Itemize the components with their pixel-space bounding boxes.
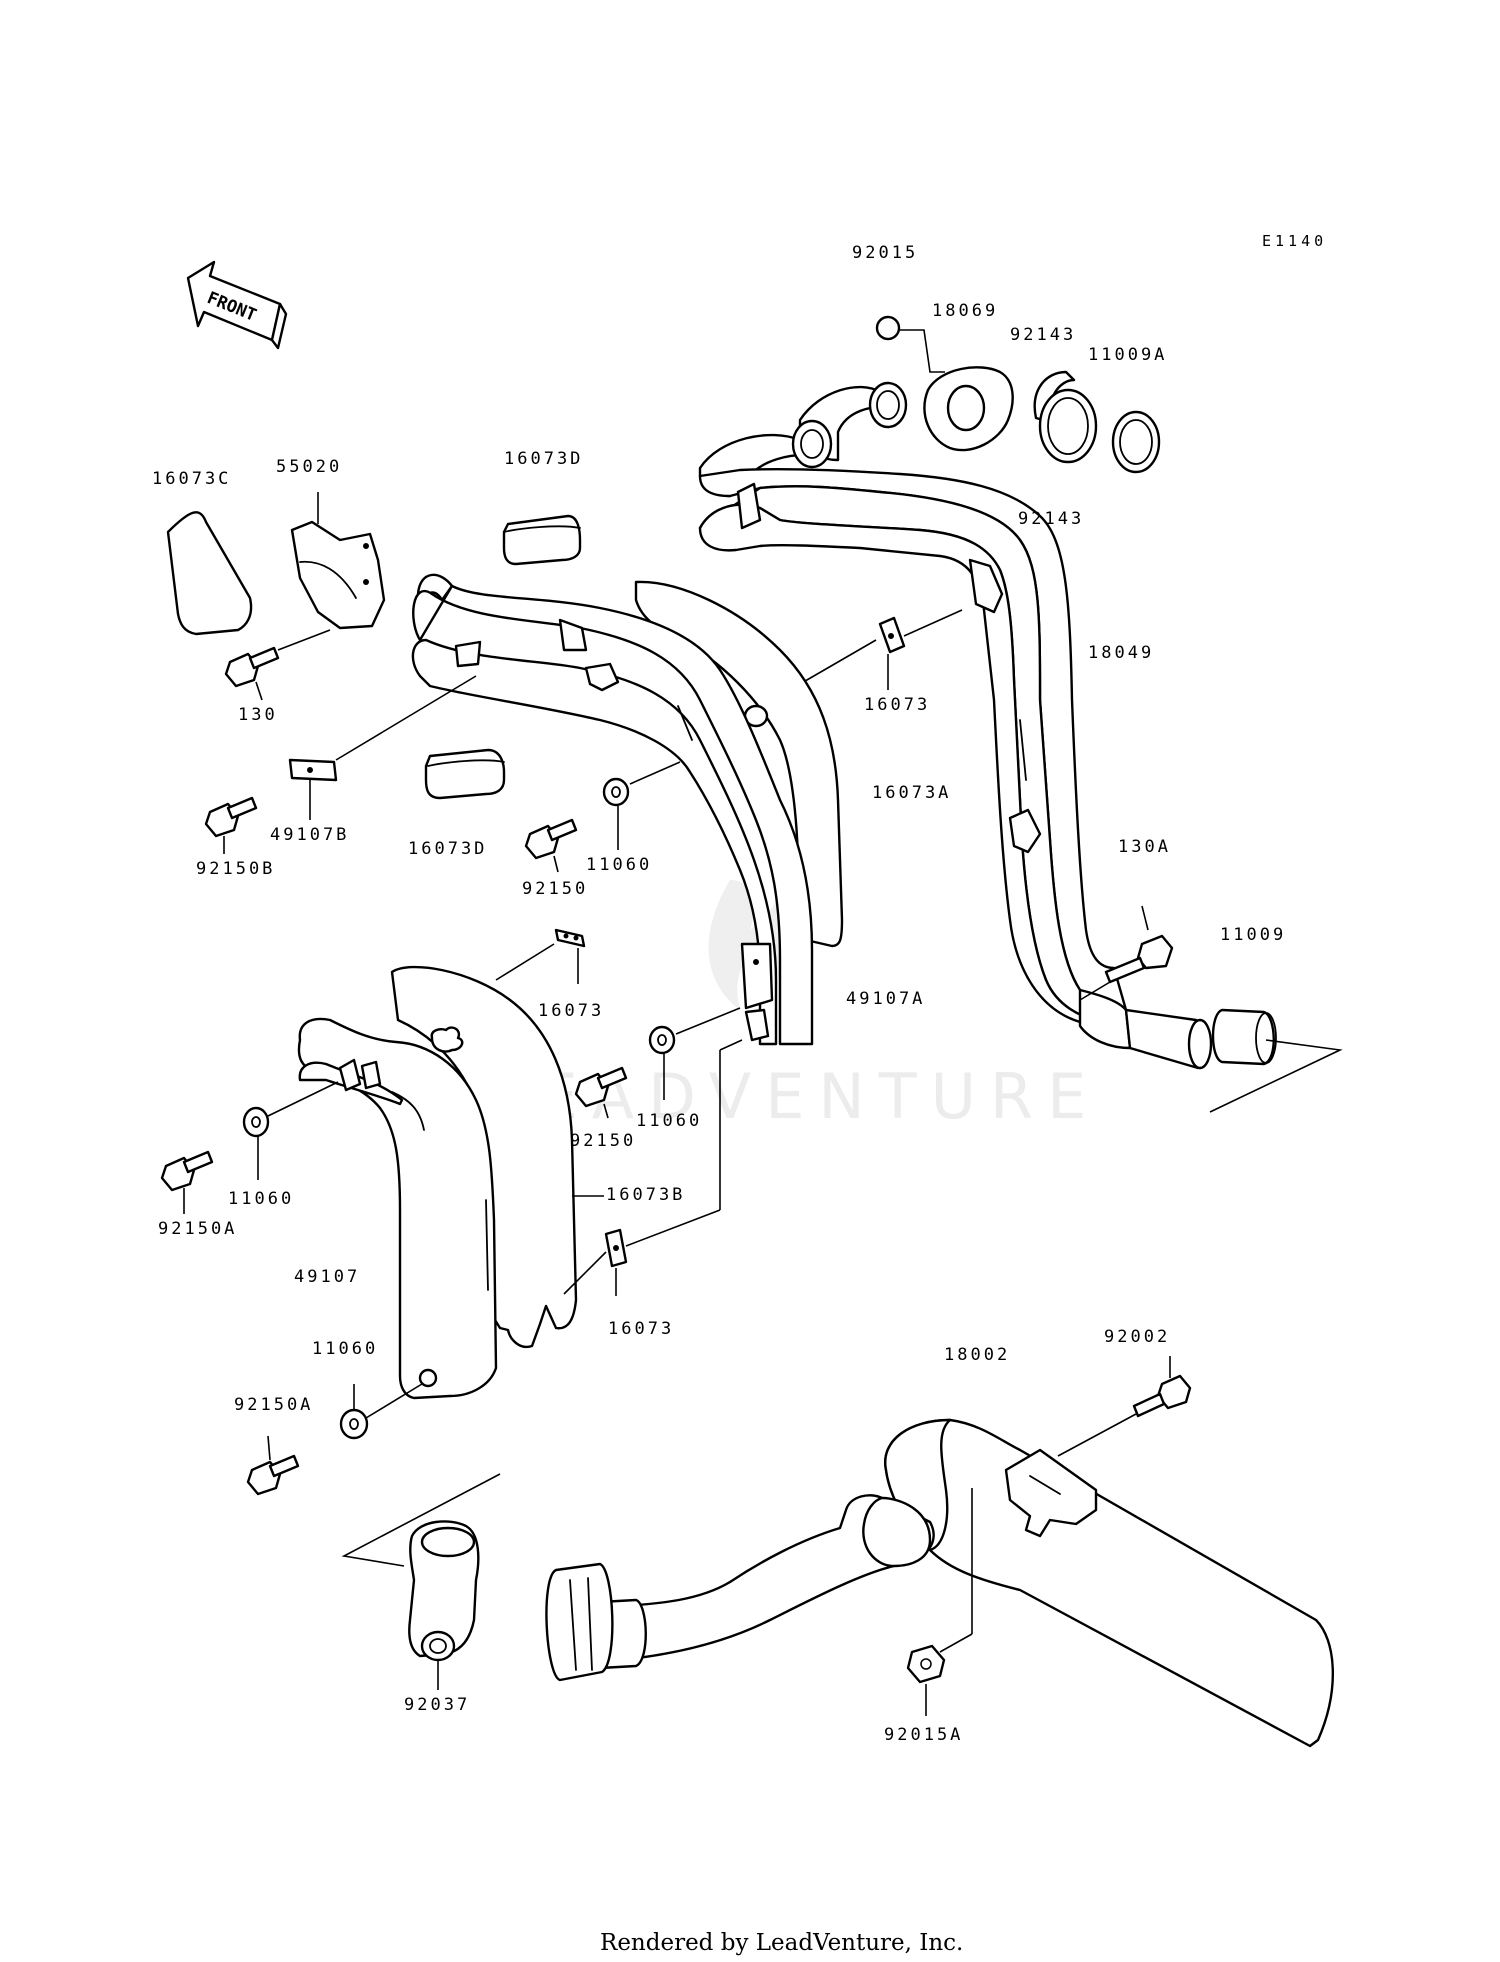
label-92143-bottom: 92143 bbox=[1018, 509, 1084, 529]
footer-credit: Rendered by LeadVenture, Inc. bbox=[600, 1930, 963, 1956]
label-92037: 92037 bbox=[404, 1695, 470, 1715]
label-130A: 130A bbox=[1118, 837, 1171, 857]
part-55020-bracket bbox=[290, 520, 386, 630]
label-92150A-left: 92150A bbox=[158, 1219, 237, 1239]
label-92143-top: 92143 bbox=[1010, 325, 1076, 345]
part-92150-bolt-center bbox=[574, 1066, 628, 1108]
part-18002-muffler bbox=[545, 1418, 1334, 1748]
part-92150-bolt-mid bbox=[524, 818, 578, 860]
part-11060-washer-low bbox=[339, 1408, 369, 1440]
label-11060-mid: 11060 bbox=[586, 855, 652, 875]
label-11060-low: 11060 bbox=[312, 1339, 378, 1359]
label-92150-center: 92150 bbox=[570, 1131, 636, 1151]
label-55020: 55020 bbox=[276, 457, 342, 477]
part-16073D-pad-top bbox=[502, 514, 582, 566]
label-49107B: 49107B bbox=[270, 825, 349, 845]
label-92002: 92002 bbox=[1104, 1327, 1170, 1347]
label-11060-center: 11060 bbox=[636, 1111, 702, 1131]
part-11009A-ring bbox=[1111, 410, 1161, 474]
part-16073-clip-right bbox=[878, 616, 906, 654]
part-18049-exhaust-pipe bbox=[698, 381, 1213, 1070]
label-49107: 49107 bbox=[294, 1267, 360, 1287]
part-49107B-clip bbox=[288, 758, 338, 782]
label-16073B: 16073B bbox=[606, 1185, 685, 1205]
part-49107A-pipe bbox=[411, 573, 814, 1046]
label-49107A: 49107A bbox=[846, 989, 925, 1009]
part-92143-ring bbox=[1033, 370, 1098, 464]
label-11060-left: 11060 bbox=[228, 1189, 294, 1209]
part-11060-washer-left bbox=[242, 1106, 270, 1138]
part-16073D-pad-mid bbox=[424, 748, 506, 800]
part-92150A-bolt-low bbox=[246, 1454, 300, 1496]
part-92150A-bolt-left bbox=[160, 1150, 214, 1192]
label-16073C: 16073C bbox=[152, 469, 231, 489]
label-18069: 18069 bbox=[932, 301, 998, 321]
part-92002-bolt bbox=[1132, 1374, 1192, 1418]
part-11060-washer-center bbox=[648, 1025, 676, 1055]
part-11009-sleeve bbox=[1211, 1008, 1277, 1066]
part-18069-gasket bbox=[923, 366, 1014, 452]
label-18049: 18049 bbox=[1088, 643, 1154, 663]
part-16073-clip-low bbox=[604, 1228, 628, 1268]
label-92150-mid: 92150 bbox=[522, 879, 588, 899]
part-labels: 92015 18069 92143 11009A 92143 16073C 55… bbox=[152, 243, 1286, 1745]
part-11060-washer-mid bbox=[602, 777, 630, 807]
label-16073-right: 16073 bbox=[864, 695, 930, 715]
label-16073-low: 16073 bbox=[608, 1319, 674, 1339]
part-130-bolt bbox=[224, 646, 280, 688]
label-16073D-mid: 16073D bbox=[408, 839, 487, 859]
label-16073A: 16073A bbox=[872, 783, 951, 803]
front-arrow-icon: FRONT bbox=[186, 260, 288, 350]
part-130A-bolt bbox=[1104, 934, 1174, 984]
label-92150A-low: 92150A bbox=[234, 1395, 313, 1415]
part-16073C-cover bbox=[166, 511, 253, 636]
label-130: 130 bbox=[238, 705, 278, 725]
label-18002: 18002 bbox=[944, 1345, 1010, 1365]
diagram-code: E1140 bbox=[1262, 232, 1327, 250]
label-92015: 92015 bbox=[852, 243, 918, 263]
part-92015-nut bbox=[875, 315, 901, 341]
part-92015A-nut bbox=[906, 1644, 946, 1684]
label-92015A: 92015A bbox=[884, 1725, 963, 1745]
label-11009A: 11009A bbox=[1088, 345, 1167, 365]
label-16073-mid: 16073 bbox=[538, 1001, 604, 1021]
part-92037-clamp bbox=[408, 1520, 480, 1662]
part-92150B-bolt bbox=[204, 796, 258, 838]
part-16073-clip-mid bbox=[554, 928, 586, 948]
label-11009: 11009 bbox=[1220, 925, 1286, 945]
label-92150B: 92150B bbox=[196, 859, 275, 879]
part-49107-pipe bbox=[297, 1017, 498, 1400]
label-16073D-top: 16073D bbox=[504, 449, 583, 469]
